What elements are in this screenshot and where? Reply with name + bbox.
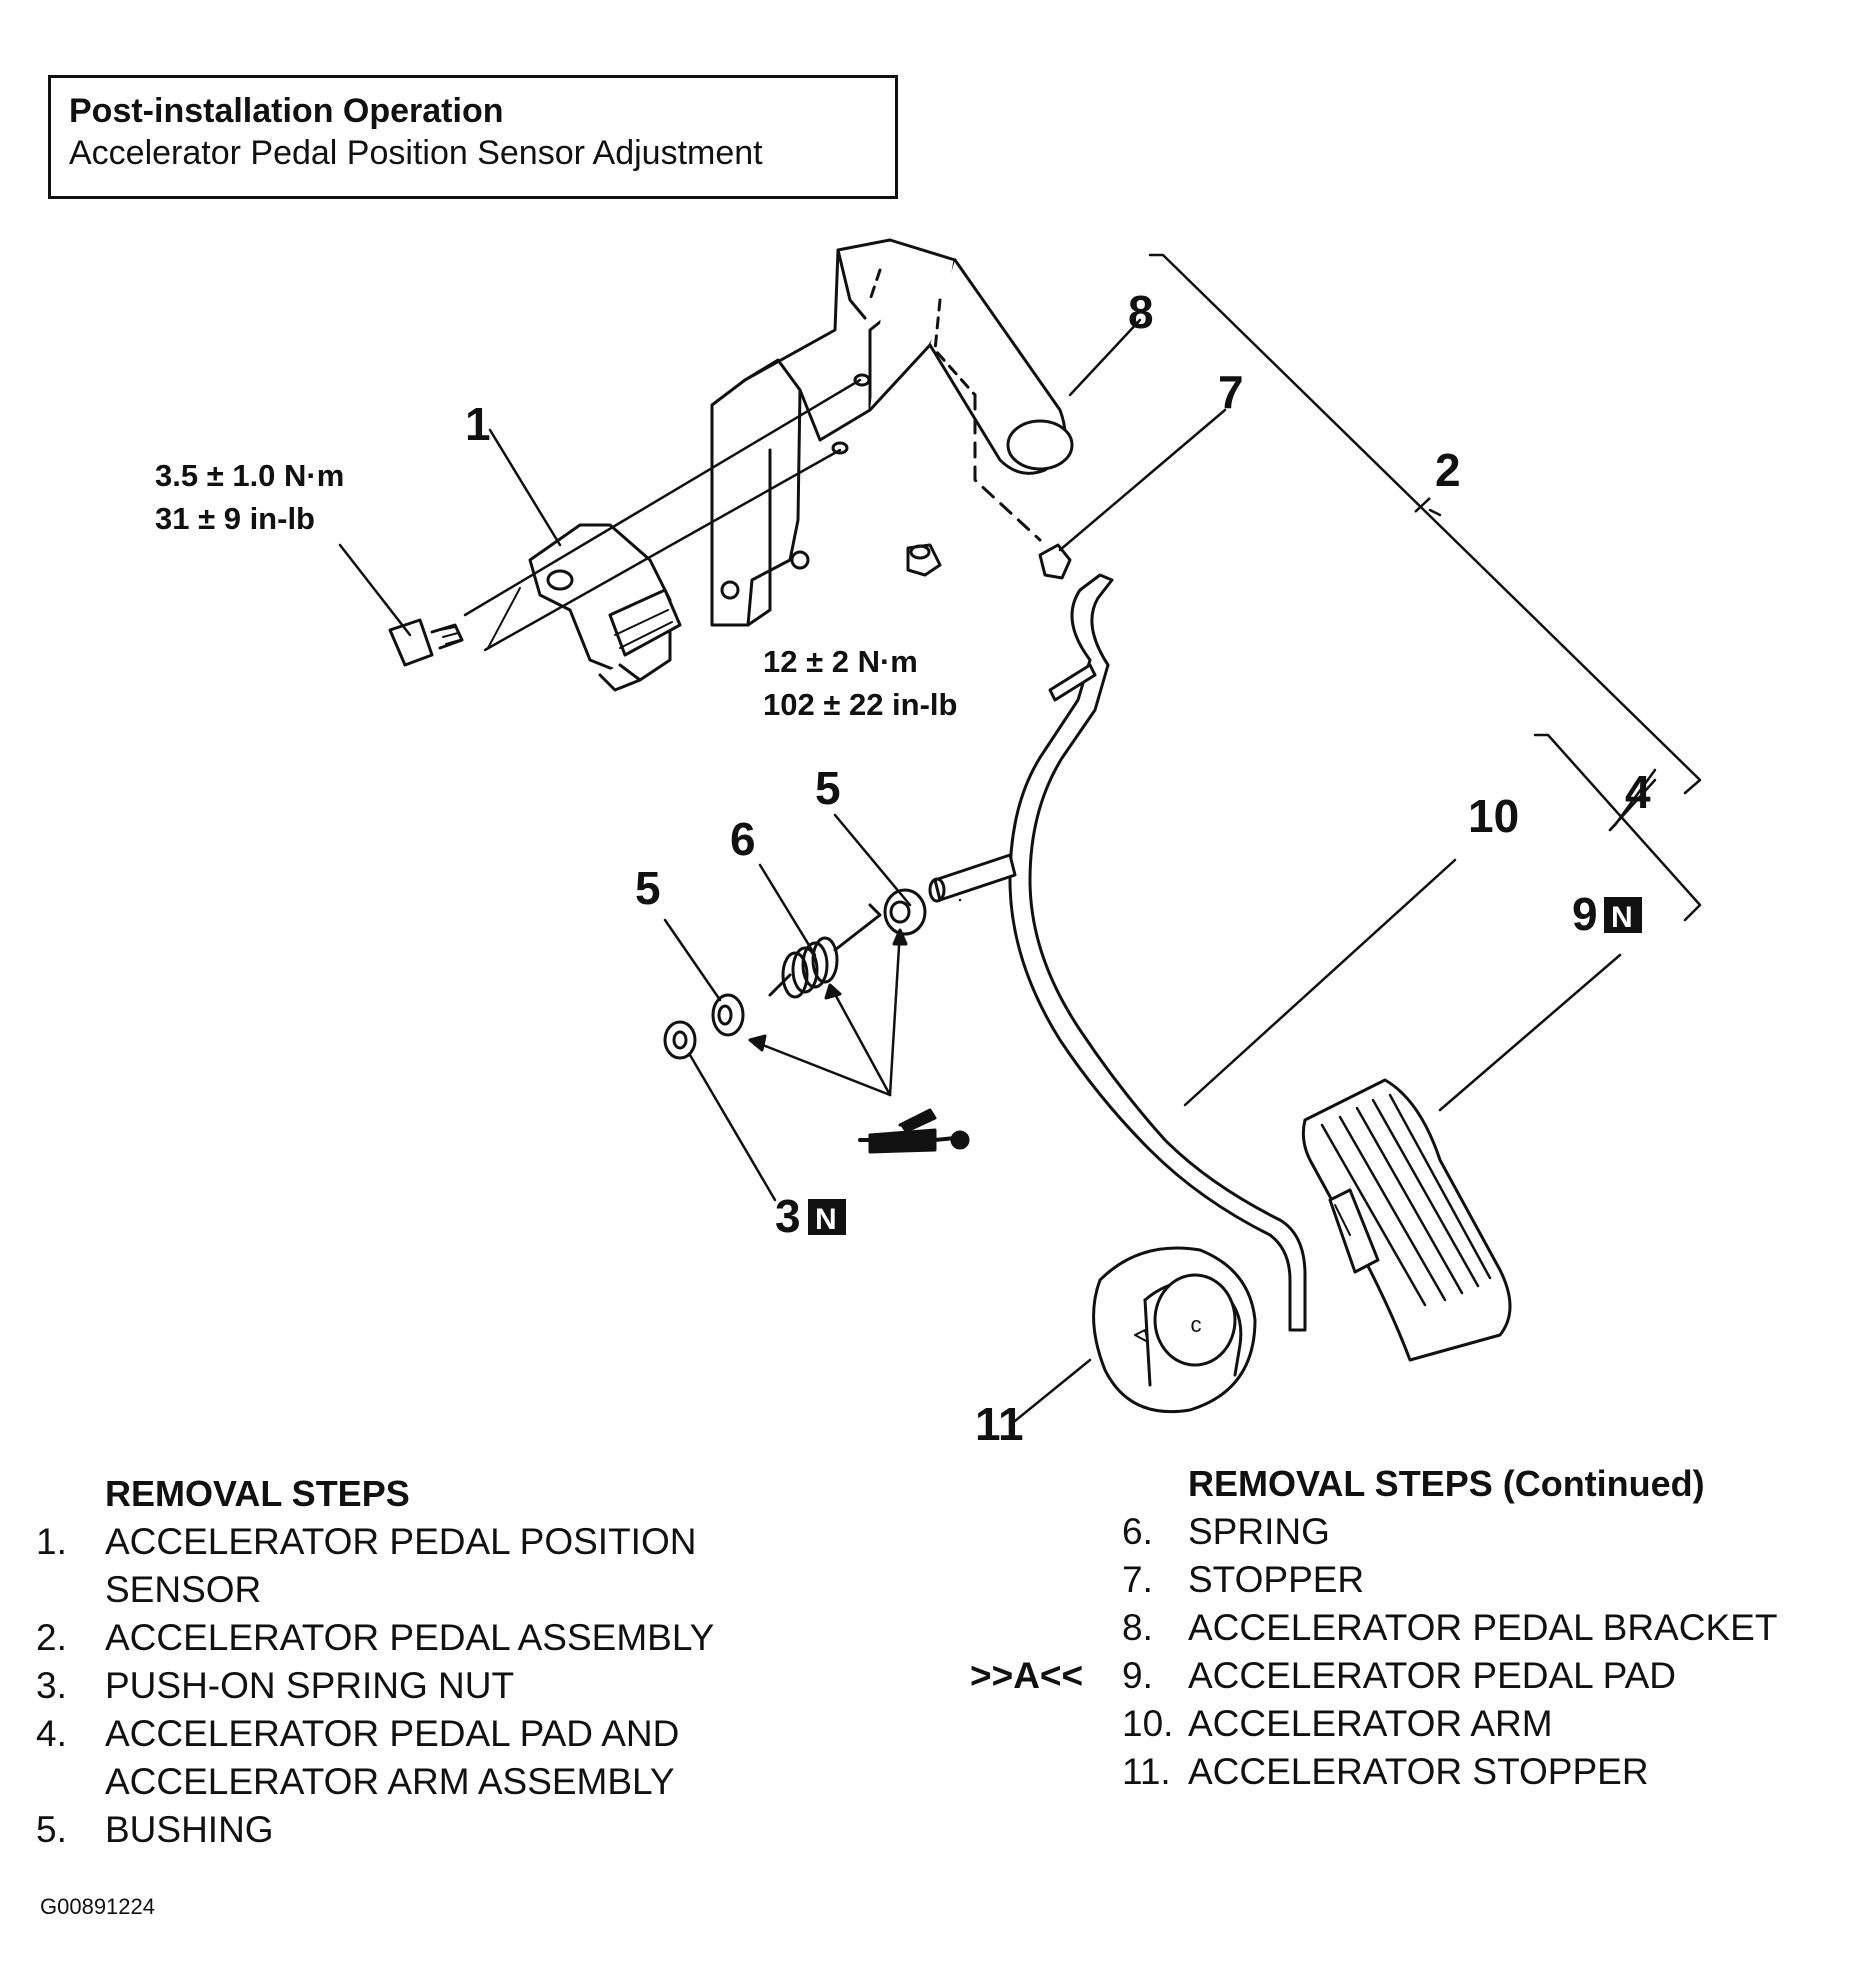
- accelerator-stopper: c: [1092, 1246, 1257, 1414]
- removal-steps-continued-heading: REMOVAL STEPS (Continued): [1188, 1463, 1705, 1504]
- callout-2: 2: [1435, 444, 1461, 496]
- nut-torque-nm: 12 ± 2 N·m: [763, 644, 918, 679]
- removal-step-4: 4. ACCELERATOR PEDAL PAD AND: [36, 1713, 680, 1754]
- bushing-right: [883, 888, 927, 936]
- accelerator-arm: [1008, 573, 1307, 1332]
- sensor-torque-nm: 3.5 ± 1.0 N·m: [155, 458, 344, 493]
- sensor-bolt: [388, 618, 464, 667]
- stopper: [1038, 543, 1072, 580]
- new-part-badge-3: [808, 1199, 846, 1235]
- bracket-nut: [906, 543, 942, 577]
- callout-5-left: 5: [635, 862, 661, 914]
- callout-10: 10: [1468, 790, 1519, 842]
- removal-steps-heading: REMOVAL STEPS: [105, 1473, 410, 1514]
- removal-step-5: 5. BUSHING: [36, 1809, 274, 1850]
- callout-9: 9: [1572, 888, 1598, 940]
- pivot-shaft: [928, 853, 1017, 903]
- procedure-marker-a: >>A<<: [970, 1655, 1084, 1696]
- callout-7: 7: [1218, 366, 1244, 418]
- header-subtitle: Accelerator Pedal Position Sensor Adjust…: [69, 134, 763, 172]
- callout-1: 1: [465, 398, 491, 450]
- bushing-left: [711, 993, 745, 1037]
- push-on-spring-nut: [663, 1020, 697, 1060]
- removal-step-6: 6. SPRING: [1122, 1511, 1330, 1552]
- removal-step-7: 7. STOPPER: [1122, 1559, 1365, 1600]
- new-part-badge-9-text: N: [1611, 901, 1633, 934]
- callout-8: 8: [1128, 286, 1154, 338]
- figure-id: G00891224: [40, 1894, 155, 1919]
- removal-step-9: 9. ACCELERATOR PEDAL PAD: [1122, 1655, 1676, 1696]
- pedal-pad: [1301, 1078, 1512, 1362]
- nut-torque-inlb: 102 ± 22 in-lb: [763, 687, 957, 722]
- callout-3: 3: [775, 1190, 801, 1242]
- header-title: Post-installation Operation: [69, 92, 504, 130]
- removal-step-11: 11. ACCELERATOR STOPPER: [1122, 1751, 1649, 1792]
- pedal-position-sensor: [528, 523, 682, 692]
- removal-step-8: 8. ACCELERATOR PEDAL BRACKET: [1122, 1607, 1778, 1648]
- new-part-badge-9: [1604, 897, 1642, 933]
- new-part-badge-3-text: N: [815, 1203, 837, 1236]
- callout-5-right: 5: [815, 762, 841, 814]
- pedal-bracket: [710, 238, 1074, 627]
- removal-step-1: 1. ACCELERATOR PEDAL POSITION: [36, 1521, 697, 1562]
- removal-step-2: 2. ACCELERATOR PEDAL ASSEMBLY: [36, 1617, 715, 1658]
- callout-6: 6: [730, 813, 756, 865]
- sensor-torque-inlb: 31 ± 9 in-lb: [155, 501, 315, 536]
- removal-step-3: 3. PUSH-ON SPRING NUT: [36, 1665, 515, 1706]
- removal-step-10: 10. ACCELERATOR ARM: [1122, 1703, 1553, 1744]
- spring: [768, 903, 882, 999]
- callout-4: 4: [1625, 766, 1651, 818]
- callout-11: 11: [975, 1398, 1024, 1450]
- grease-gun-icon: [858, 1108, 970, 1154]
- header-box: Post-installation Operation Accelerator …: [48, 75, 898, 199]
- svg-text:c: c: [1191, 1312, 1202, 1337]
